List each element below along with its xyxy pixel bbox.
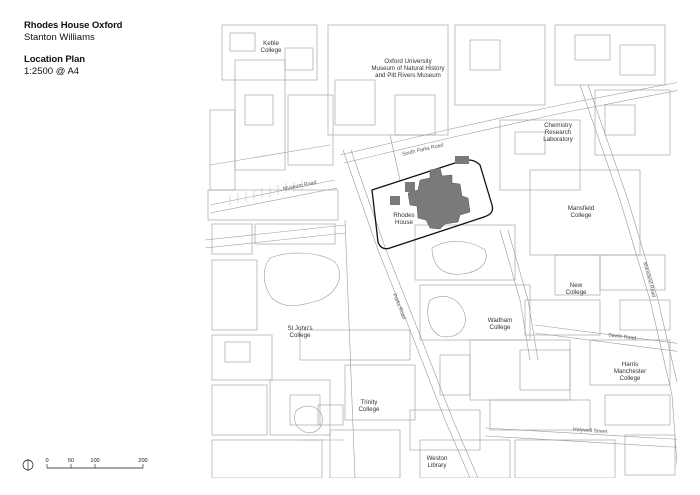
- road-museum-road: Museum Road: [283, 180, 317, 192]
- rhodes-house-lodge: [455, 156, 469, 164]
- rhodes-house-annex: [405, 182, 415, 192]
- road-parks-road: Parks Road: [391, 293, 407, 320]
- title-block: Rhodes House Oxford Stanton Williams Loc…: [24, 20, 122, 78]
- project-title: Rhodes House Oxford: [24, 20, 123, 31]
- scale-tick-label: 0: [45, 458, 48, 464]
- road-labels: Museum Road South Parks Road Parks Road …: [283, 142, 657, 435]
- base-map: [205, 24, 677, 478]
- drawing-scale: 1:2500 @ A4: [24, 66, 80, 77]
- site-boundary: [371, 159, 494, 250]
- scale-tick-label: 50: [68, 458, 74, 464]
- rhodes-house-wing: [390, 196, 400, 205]
- hatching: [229, 180, 303, 205]
- scale-tick-label: 100: [90, 458, 99, 464]
- road-savile-road: Savile Road: [608, 332, 637, 341]
- lawns: [263, 241, 487, 433]
- roads: [205, 82, 677, 478]
- architect-name: Stanton Williams: [24, 32, 95, 43]
- scale-bar: 0 50 100 200: [22, 458, 148, 471]
- road-holywell-street: Holywell Street: [573, 427, 608, 435]
- road-south-parks-road: South Parks Road: [402, 142, 444, 157]
- rhodes-house-building: [407, 167, 471, 230]
- building-outlines: [207, 24, 676, 478]
- scale-tick-label: 200: [138, 458, 147, 464]
- drawing-title: Location Plan: [24, 54, 85, 65]
